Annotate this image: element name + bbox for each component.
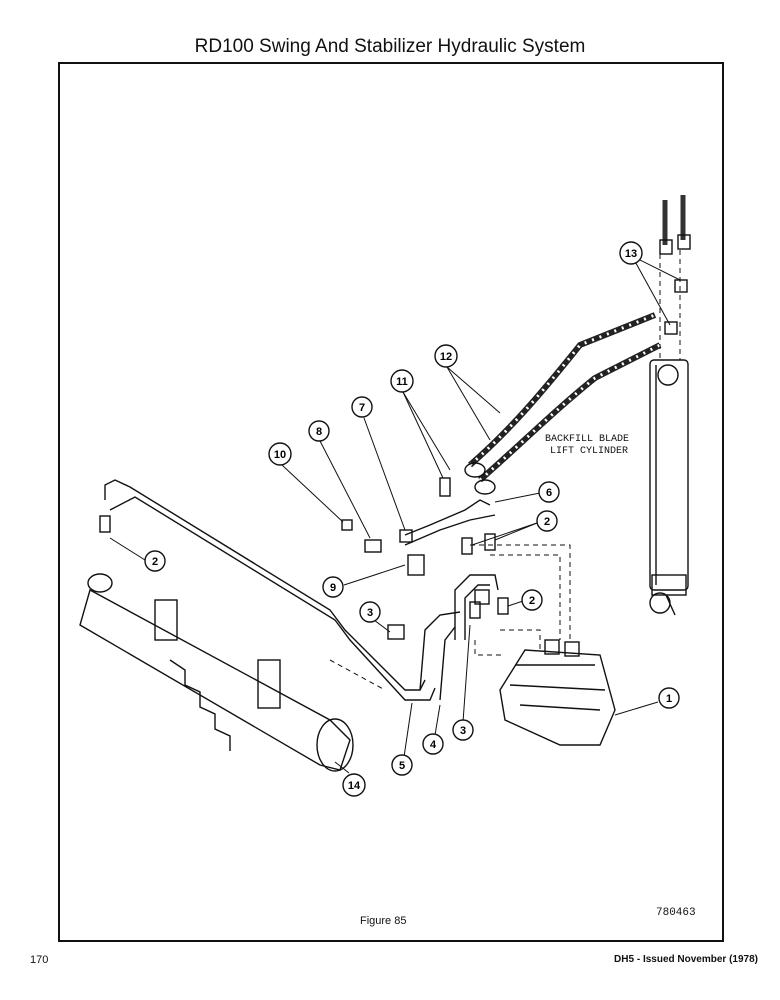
callout-4: 4	[422, 733, 444, 755]
svg-text:2: 2	[152, 556, 158, 568]
control-valve-drawing	[499, 639, 616, 746]
svg-text:11: 11	[396, 376, 408, 388]
callout-2: 2	[536, 510, 558, 532]
callout-7: 7	[351, 396, 373, 418]
cylinder-label-line2: LIFT CYLINDER	[550, 446, 628, 457]
lift-cylinder-drawing	[649, 195, 691, 616]
callout-2: 2	[521, 589, 543, 611]
callout-2: 2	[144, 550, 166, 572]
callout-3: 3	[359, 601, 381, 623]
svg-text:2: 2	[529, 595, 535, 607]
svg-text:12: 12	[440, 351, 452, 363]
callout-13: 13	[619, 241, 643, 265]
callout-14: 14	[342, 773, 366, 797]
svg-text:1: 1	[666, 693, 672, 705]
callout-5: 5	[391, 754, 413, 776]
issue-note: DH5 - Issued November (1978)	[614, 954, 758, 965]
svg-text:9: 9	[330, 582, 336, 594]
svg-text:4: 4	[430, 739, 437, 751]
svg-text:7: 7	[359, 402, 365, 414]
diagram-frame	[58, 62, 724, 942]
swing-cylinder-drawing	[79, 573, 354, 772]
svg-text:13: 13	[625, 248, 637, 260]
svg-text:2: 2	[544, 516, 550, 528]
cylinder-label-line1: BACKFILL BLADE	[545, 434, 629, 445]
callout-9: 9	[322, 576, 344, 598]
page-number: 170	[30, 954, 49, 966]
svg-text:14: 14	[348, 780, 361, 792]
callout-group: 1 2 2 2 3 3 4 5 6 7 8 9 10 11 12 13 14	[144, 241, 680, 797]
figure-caption: Figure 85	[360, 915, 407, 927]
svg-text:8: 8	[316, 426, 322, 438]
svg-text:5: 5	[399, 760, 405, 772]
svg-text:3: 3	[460, 725, 466, 737]
callout-10: 10	[268, 442, 292, 466]
callout-12: 12	[434, 344, 458, 368]
callout-1: 1	[658, 687, 680, 709]
page-title: RD100 Swing And Stabilizer Hydraulic Sys…	[194, 36, 586, 57]
callout-6: 6	[538, 481, 560, 503]
svg-text:3: 3	[367, 607, 373, 619]
callout-11: 11	[390, 369, 414, 393]
callout-3: 3	[452, 719, 474, 741]
svg-text:10: 10	[274, 449, 286, 461]
drawing-number: 780463	[656, 907, 696, 919]
callout-8: 8	[308, 420, 330, 442]
svg-text:6: 6	[546, 487, 552, 499]
